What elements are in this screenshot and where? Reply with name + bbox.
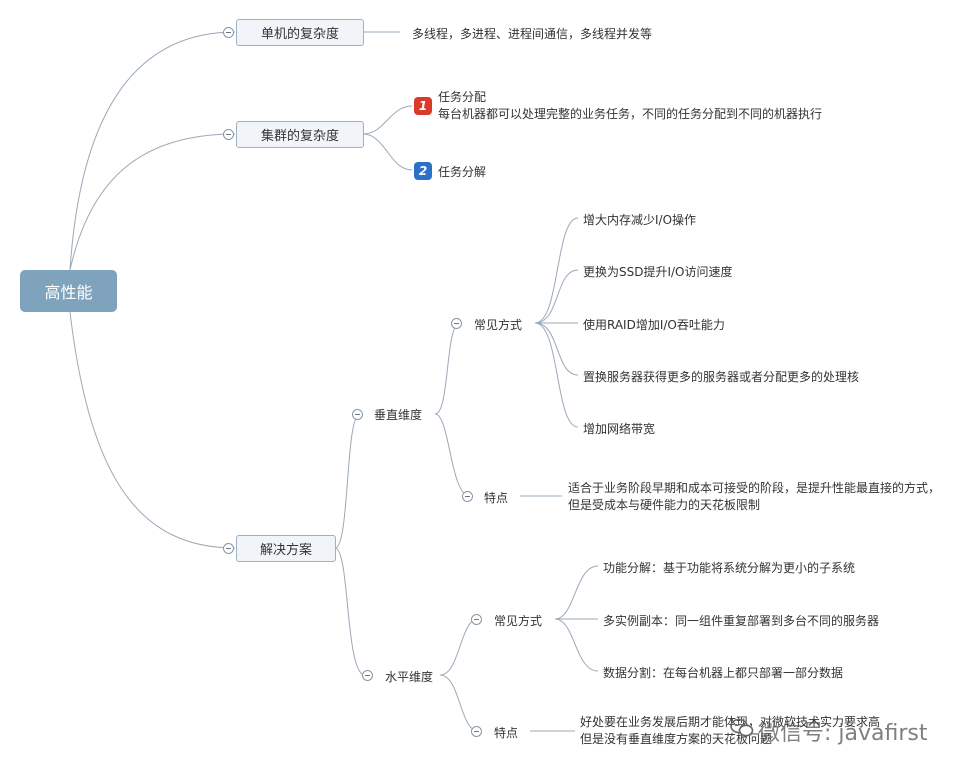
horizontal-method-item[interactable]: 数据分割：在每台机器上都只部署一部分数据	[603, 666, 844, 680]
node-vertical-methods[interactable]: 常见方式	[474, 318, 523, 332]
task-allocation-detail: 每台机器都可以处理完整的业务任务，不同的任务分配到不同的机器执行	[438, 107, 823, 121]
node-vertical-traits[interactable]: 特点	[484, 491, 509, 505]
collapse-toggle-vertical-traits[interactable]	[462, 491, 473, 502]
wechat-icon	[730, 718, 754, 737]
node-single-complexity[interactable]: 单机的复杂度	[236, 19, 364, 46]
node-solution[interactable]: 解决方案	[236, 535, 336, 562]
vertical-traits-line: 适合于业务阶段早期和成本可接受的阶段，是提升性能最直接的方式，	[568, 481, 941, 495]
horizontal-traits-line: 好处要在业务发展后期才能体现，对微软技术实力要求高	[580, 715, 881, 729]
priority-1-icon: 1	[414, 97, 432, 115]
vertical-traits-text[interactable]: 适合于业务阶段早期和成本可接受的阶段，是提升性能最直接的方式， 但是受成本与硬件…	[568, 480, 940, 514]
node-vertical-dimension[interactable]: 垂直维度	[374, 408, 423, 422]
collapse-toggle-cluster[interactable]	[223, 129, 234, 140]
collapse-toggle-horizontal-methods[interactable]	[471, 614, 482, 625]
vertical-method-item[interactable]: 增加网络带宽	[583, 422, 656, 436]
horizontal-traits-line: 但是没有垂直维度方案的天花板问题	[580, 732, 773, 746]
watermark-text: 微信号: javafirst	[758, 721, 928, 746]
vertical-method-item[interactable]: 增大内存减少I/O操作	[583, 213, 697, 227]
priority-2-icon: 2	[414, 162, 432, 180]
collapse-toggle-vertical[interactable]	[352, 409, 363, 420]
node-horizontal-traits[interactable]: 特点	[494, 726, 519, 740]
vertical-method-item[interactable]: 使用RAID增加I/O吞吐能力	[583, 318, 725, 332]
collapse-toggle-horizontal[interactable]	[362, 670, 373, 681]
node-single-note[interactable]: 多线程，多进程、进程间通信，多线程并发等	[412, 27, 653, 41]
collapse-toggle-single[interactable]	[223, 27, 234, 38]
collapse-toggle-solution[interactable]	[223, 543, 234, 554]
node-task-decomposition[interactable]: 任务分解	[438, 165, 487, 179]
node-horizontal-dimension[interactable]: 水平维度	[385, 670, 434, 684]
node-horizontal-methods[interactable]: 常见方式	[494, 614, 543, 628]
vertical-method-item[interactable]: 置换服务器获得更多的服务器或者分配更多的处理核	[583, 370, 860, 384]
node-cluster-complexity[interactable]: 集群的复杂度	[236, 121, 364, 148]
horizontal-method-item[interactable]: 功能分解：基于功能将系统分解为更小的子系统	[603, 561, 856, 575]
collapse-toggle-horizontal-traits[interactable]	[471, 726, 482, 737]
vertical-method-item[interactable]: 更换为SSD提升I/O访问速度	[583, 265, 733, 279]
horizontal-traits-text[interactable]: 好处要在业务发展后期才能体现，对微软技术实力要求高 但是没有垂直维度方案的天花板…	[580, 714, 880, 748]
root-node[interactable]: 高性能	[20, 270, 117, 312]
horizontal-method-item[interactable]: 多实例副本：同一组件重复部署到多台不同的服务器	[603, 614, 880, 628]
task-allocation-title: 任务分配	[438, 90, 487, 104]
collapse-toggle-vertical-methods[interactable]	[451, 318, 462, 329]
vertical-traits-line: 但是受成本与硬件能力的天花板限制	[568, 498, 761, 512]
node-task-allocation[interactable]: 任务分配 每台机器都可以处理完整的业务任务，不同的任务分配到不同的机器执行	[438, 89, 822, 123]
